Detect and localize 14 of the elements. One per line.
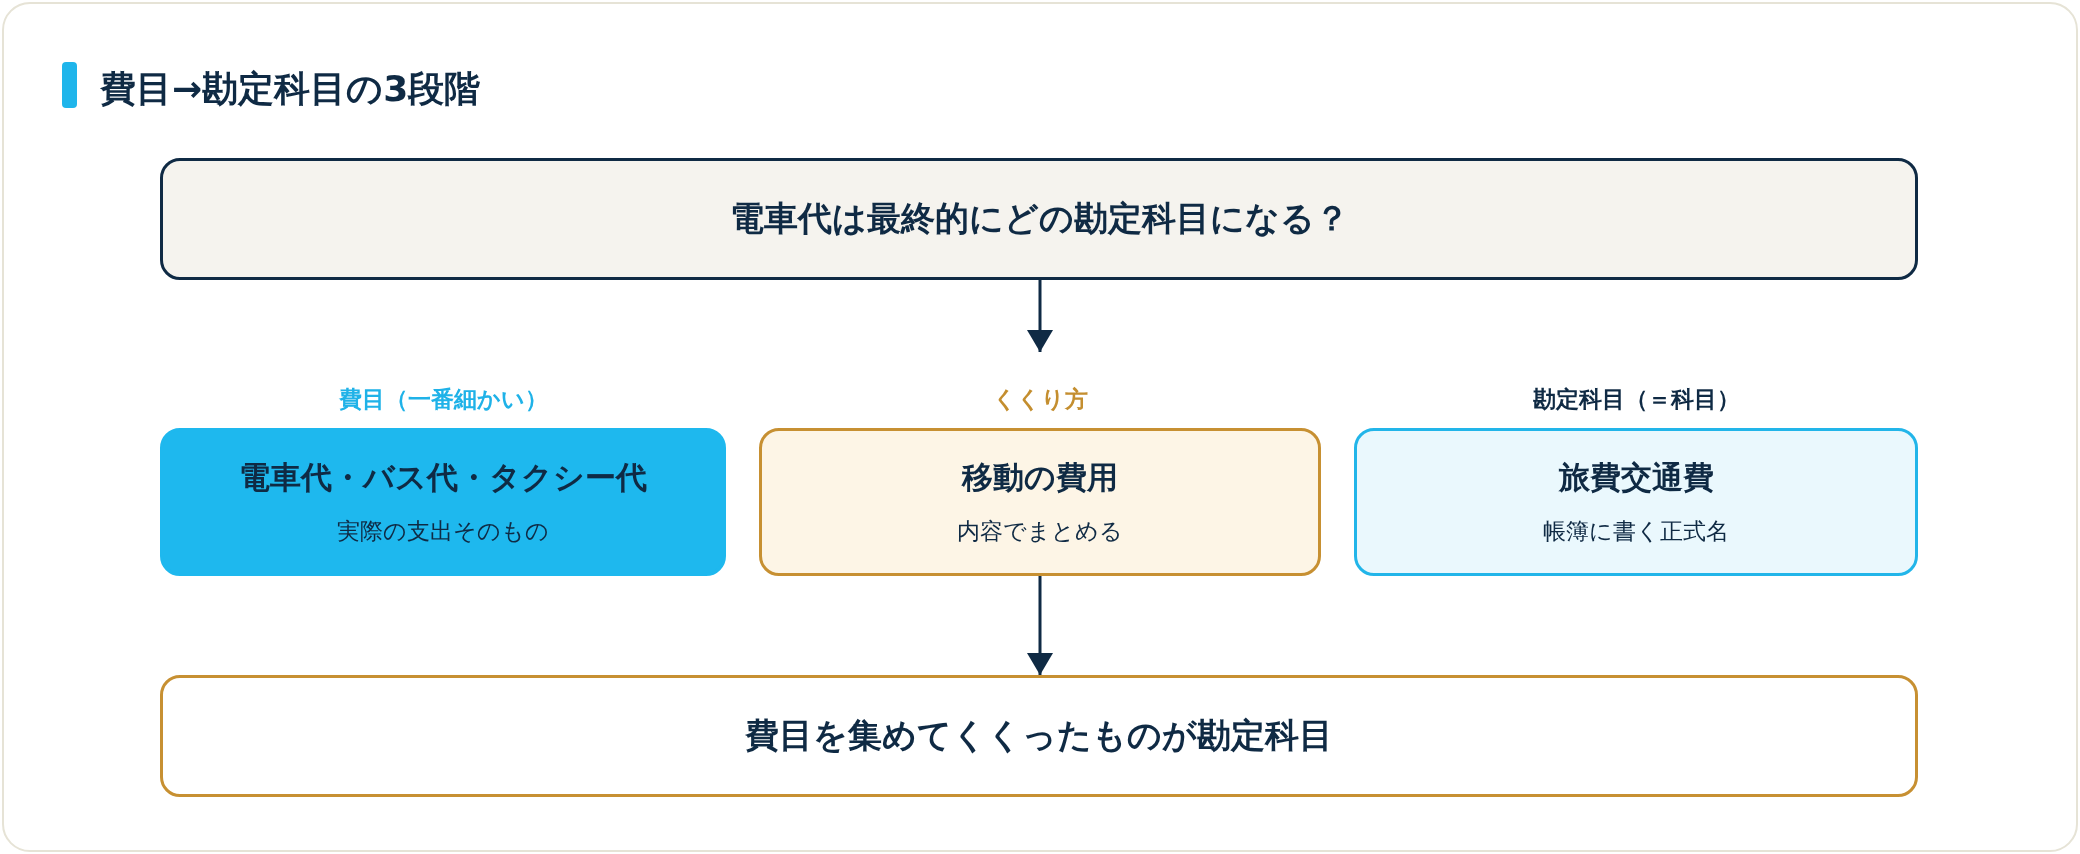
- arrow: [1027, 280, 1053, 352]
- title: 費目→勘定科目の3段階: [100, 68, 481, 110]
- box-subtitle: 帳簿に書く正式名: [1543, 517, 1729, 546]
- question-box: 電車代は最終的にどの勘定科目になる？: [160, 158, 1918, 280]
- box-title: 移動の費用: [962, 458, 1118, 497]
- box-subtitle: 実際の支出そのもの: [337, 517, 549, 546]
- box-title: 旅費交通費: [1558, 458, 1714, 497]
- box-subtitle: 内容でまとめる: [957, 517, 1123, 546]
- column-heading: 費目（一番細かい）: [338, 386, 548, 412]
- summary-box: 費目を集めてくくったものが勘定科目: [160, 675, 1918, 797]
- arrow: [1027, 576, 1053, 675]
- box-title: 電車代・バス代・タクシー代: [239, 458, 647, 497]
- column-heading: くくり方: [992, 386, 1088, 412]
- column-heading: 勘定科目（＝科目）: [1532, 386, 1740, 412]
